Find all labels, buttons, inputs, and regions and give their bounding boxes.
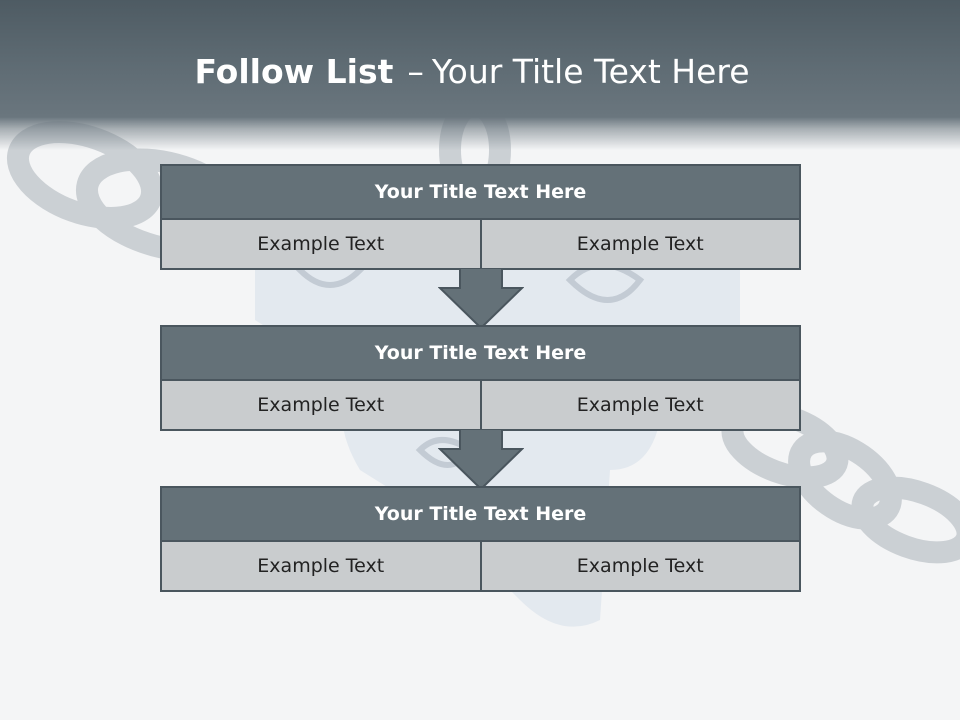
block-cell-left: Example Text <box>160 381 482 431</box>
header-band <box>0 0 960 150</box>
list-block-3: Your Title Text Here Example Text Exampl… <box>160 486 801 592</box>
block-title: Your Title Text Here <box>160 325 801 381</box>
slide-title: Follow List–Your Title Text Here <box>0 52 944 91</box>
list-block-1: Your Title Text Here Example Text Exampl… <box>160 164 801 270</box>
title-separator: – <box>407 52 424 91</box>
title-rest: Your Title Text Here <box>431 52 750 91</box>
block-title: Your Title Text Here <box>160 164 801 220</box>
title-bold: Follow List <box>194 52 394 91</box>
block-cell-left: Example Text <box>160 220 482 270</box>
list-block-2: Your Title Text Here Example Text Exampl… <box>160 325 801 431</box>
block-cell-left: Example Text <box>160 542 482 592</box>
block-row: Example Text Example Text <box>160 381 801 431</box>
down-arrow-icon <box>438 429 524 491</box>
down-arrow-icon <box>438 268 524 330</box>
block-cell-right: Example Text <box>481 220 801 270</box>
block-cell-right: Example Text <box>481 381 801 431</box>
block-title: Your Title Text Here <box>160 486 801 542</box>
block-row: Example Text Example Text <box>160 542 801 592</box>
block-cell-right: Example Text <box>481 542 801 592</box>
block-row: Example Text Example Text <box>160 220 801 270</box>
